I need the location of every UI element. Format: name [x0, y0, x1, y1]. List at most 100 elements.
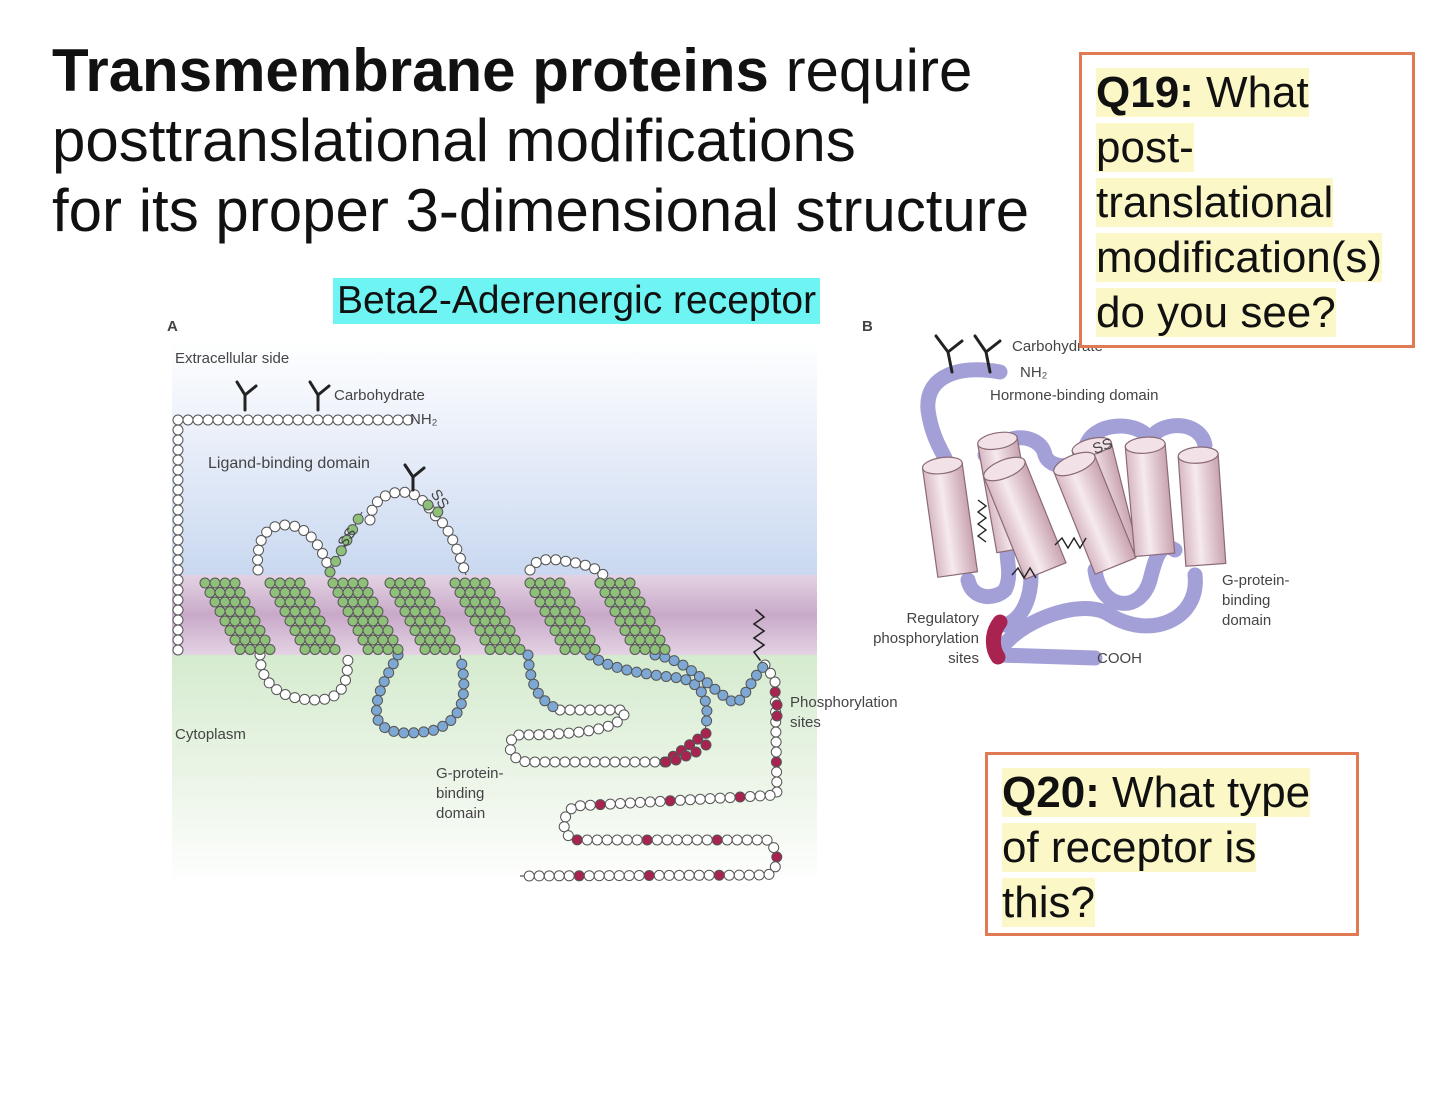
residue-bead	[384, 577, 396, 589]
residue-bead	[341, 534, 353, 546]
residue-bead	[214, 587, 226, 598]
residue-bead	[464, 606, 476, 617]
residue-bead	[224, 606, 236, 617]
residue-bead	[534, 596, 546, 608]
residue-bead	[264, 577, 276, 589]
residue-bead	[222, 414, 234, 426]
residue-bead	[560, 811, 572, 823]
residue-bead	[304, 634, 316, 646]
residue-bead	[639, 644, 651, 655]
residue-bead	[404, 577, 416, 589]
residue-bead	[414, 577, 426, 589]
residue-bead	[649, 756, 661, 768]
residue-bead	[458, 562, 470, 574]
residue-bead	[643, 870, 655, 881]
residue-bead	[371, 496, 383, 508]
residue-bead	[317, 548, 328, 559]
residue-bead	[611, 661, 623, 673]
residue-bead	[489, 615, 501, 627]
residue-bead	[454, 587, 466, 598]
residue-bead	[524, 564, 536, 576]
residue-bead	[609, 606, 621, 617]
residue-bead	[263, 677, 275, 689]
q20-label: Q20:	[1002, 768, 1100, 817]
residue-bead	[289, 520, 301, 532]
residue-bead	[611, 834, 623, 846]
residue-bead	[337, 577, 349, 589]
residue-bead	[603, 870, 615, 882]
residue-bead	[571, 834, 583, 846]
nh2-label-b: NH₂	[1020, 364, 1048, 381]
residue-bead	[439, 625, 451, 636]
residue-bead	[347, 615, 359, 627]
residue-bead	[701, 715, 713, 727]
residue-bead	[583, 725, 595, 737]
residue-bead	[757, 661, 769, 673]
residue-bead	[569, 606, 581, 617]
residue-bead	[601, 834, 613, 846]
residue-bead	[613, 870, 625, 882]
residue-bead	[172, 534, 184, 546]
residue-bead	[510, 752, 522, 764]
residue-bead	[229, 615, 241, 627]
residue-bead	[579, 756, 591, 768]
residue-bead	[212, 414, 224, 426]
residue-bead	[593, 723, 605, 735]
residue-bead	[309, 644, 321, 655]
residue-bead	[469, 596, 481, 608]
figure-caption: Beta2-Aderenergic receptor	[333, 278, 821, 324]
residue-bead	[382, 625, 394, 636]
residue-bead	[593, 654, 604, 666]
residue-bead	[172, 494, 184, 506]
residue-bead	[641, 834, 653, 846]
residue-bead	[419, 625, 431, 636]
residue-bead	[299, 644, 311, 655]
residue-bead	[330, 555, 342, 567]
residue-bead	[484, 625, 496, 636]
g-protein-label-b-1: G-protein-	[1222, 572, 1290, 589]
residue-bead	[699, 695, 711, 707]
residue-bead	[754, 790, 766, 802]
residue-bead	[631, 666, 643, 678]
residue-bead	[570, 557, 581, 569]
residue-bead	[254, 625, 266, 636]
residue-bead	[261, 526, 273, 538]
residue-bead	[419, 587, 431, 598]
residue-bead	[271, 684, 283, 696]
residue-bead	[419, 606, 431, 617]
residue-bead	[362, 625, 374, 636]
residue-bead	[589, 644, 601, 655]
residue-bead	[614, 577, 626, 589]
residue-bead	[624, 797, 636, 809]
residue-bead	[372, 414, 384, 426]
residue-bead	[714, 792, 726, 804]
residue-bead	[543, 728, 555, 740]
residue-bead	[619, 606, 631, 617]
helix-7	[1177, 446, 1227, 567]
residue-bead	[633, 870, 645, 881]
residue-bead	[624, 615, 636, 627]
residue-bead	[371, 704, 382, 716]
residue-bead	[693, 671, 705, 682]
residue-bead	[309, 625, 321, 636]
title-line-2: posttranslational modifications	[52, 107, 856, 174]
residue-bead	[700, 727, 712, 739]
residue-bead	[560, 555, 572, 567]
residue-bead	[392, 414, 404, 426]
residue-bead	[259, 634, 271, 646]
residue-bead	[449, 577, 461, 589]
residue-bead	[429, 606, 441, 617]
q20-line-1: What type	[1099, 768, 1311, 817]
regulatory-label-3: sites	[948, 650, 979, 667]
residue-bead	[372, 644, 384, 655]
residue-bead	[611, 716, 623, 728]
residue-bead	[543, 870, 555, 882]
residue-bead	[499, 634, 511, 646]
residue-bead	[549, 625, 561, 636]
residue-bead	[279, 519, 291, 531]
residue-bead	[559, 644, 571, 655]
residue-bead	[609, 756, 621, 768]
residue-bead	[332, 414, 344, 426]
